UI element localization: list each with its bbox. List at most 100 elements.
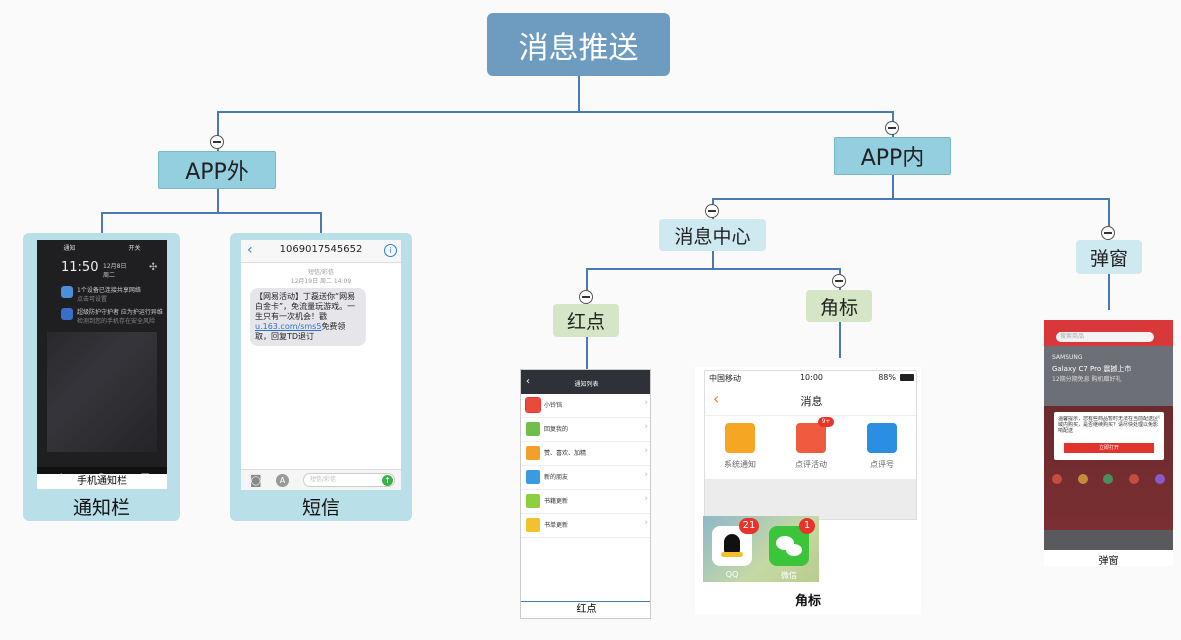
- security-app-icon: [61, 308, 73, 320]
- camera-icon[interactable]: ◙: [250, 473, 262, 487]
- sms-message-tail: 免费领取，回复TD退订: [255, 322, 346, 341]
- notification-list-item[interactable]: 新的朋友›: [521, 466, 650, 490]
- collapse-toggle-app-out[interactable]: [210, 135, 224, 149]
- sms-message-text: 【网易活动】丁磊送你“网易白金卡”，免流量玩游戏。一生只有一次机会！戳: [255, 292, 356, 321]
- category-icons: [1044, 470, 1173, 518]
- red-dot-node[interactable]: 红点: [553, 304, 619, 337]
- qq-label: QQ: [725, 570, 739, 579]
- collapse-toggle-popup[interactable]: [1101, 226, 1115, 240]
- app-store-icon[interactable]: A: [276, 474, 289, 487]
- notification-item-2[interactable]: 超级防护守护者 应为护运行异维: [77, 309, 163, 316]
- notification-list-item[interactable]: 回复我的 ›: [521, 418, 650, 442]
- sms-bubble[interactable]: 【网易活动】丁磊送你“网易白金卡”，免流量玩游戏。一生只有一次机会！戳u.163…: [250, 288, 366, 346]
- message-title: 消息: [800, 395, 823, 408]
- sms-screenshot: ‹ 1069017545652 i 短信/彩信 12月19日 周二 14:09 …: [241, 240, 401, 490]
- status-time: 10:00: [799, 373, 824, 382]
- list-item-icon: [526, 470, 540, 484]
- popup-open-button[interactable]: 立即打开: [1064, 443, 1154, 453]
- category-icon[interactable]: [1155, 474, 1166, 484]
- category-icon[interactable]: [1129, 474, 1140, 484]
- popup-dialog: 温馨提示，您有些商品暂时无法在当前配送区域内购买，是否继续购买？请尽快处理以免影…: [1054, 412, 1164, 460]
- battery-percent: 88%: [878, 373, 896, 382]
- list-item-icon: [525, 397, 541, 413]
- notification-list-item[interactable]: 小铃铛 ›: [521, 394, 650, 418]
- activity-badge: 9+: [818, 417, 834, 427]
- notification-item-1[interactable]: 1个设备已连接共享网络: [77, 287, 141, 294]
- notification-caption: 通知栏: [72, 497, 130, 519]
- sms-card: ‹ 1069017545652 i 短信/彩信 12月19日 周二 14:09 …: [230, 233, 412, 521]
- chevron-right-icon: ›: [644, 422, 648, 432]
- red-dot-screenshot: ‹ 通知列表 小铃铛›回复我的›赞、喜欢、加精›新的朋友›书籍更新›书单更新› …: [520, 369, 651, 619]
- notification-list-item[interactable]: 书籍更新 ›: [521, 490, 650, 514]
- back-chevron-icon[interactable]: ‹: [247, 242, 253, 258]
- list-item-icon: [526, 446, 540, 460]
- icon-label-system-notice: 系统通知: [724, 460, 756, 469]
- notification-screenshot: 通知 开关 11:50 12月8日 周二 ✣ 1个设备已连接共享网络 点击可设置…: [37, 240, 167, 487]
- chevron-right-icon: ›: [644, 398, 648, 408]
- banner-subtitle: 12期分期免息 购机赠好礼: [1052, 376, 1122, 383]
- collapse-toggle-badge[interactable]: [832, 274, 846, 288]
- message-center-node[interactable]: 消息中心: [659, 219, 766, 251]
- popup-caption: 弹窗: [1098, 556, 1119, 567]
- list-item-icon: [526, 494, 540, 508]
- badge-caption: 角标: [794, 594, 821, 609]
- collapse-toggle-red-dot[interactable]: [579, 290, 593, 304]
- collapse-toggle-app-in[interactable]: [885, 121, 899, 135]
- badge-screenshot: 中国移动 10:00 88% ‹ 消息 系统通知 9+ 点评活动 点评号 21 …: [695, 367, 921, 614]
- app-in-node[interactable]: APP内: [834, 137, 951, 175]
- popup-node[interactable]: 弹窗: [1076, 240, 1142, 274]
- notification-tab-switch[interactable]: 开关: [128, 244, 141, 252]
- list-item-label: 书籍更新: [544, 498, 569, 505]
- battery-icon: [900, 374, 914, 381]
- banner-title[interactable]: Galaxy C7 Pro 震撼上市: [1052, 365, 1132, 373]
- sms-link[interactable]: u.163.com/sms5: [255, 322, 322, 331]
- back-chevron-icon[interactable]: ‹: [713, 389, 720, 408]
- list-item-label: 小铃铛: [544, 402, 563, 409]
- list-item-label: 赞、喜欢、加精: [544, 450, 587, 457]
- review-activity-flag-icon[interactable]: [796, 423, 826, 453]
- banner-brand: SAMSUNG: [1052, 354, 1083, 361]
- popup-dialog-text: 温馨提示，您有些商品暂时无法在当前配送区域内购买，是否继续购买？请尽快处理以免影…: [1058, 416, 1158, 434]
- list-item-label: 书单更新: [544, 522, 569, 529]
- root-node[interactable]: 消息推送: [487, 13, 670, 76]
- badge-node[interactable]: 角标: [806, 290, 872, 322]
- search-input[interactable]: 搜索商品: [1056, 332, 1154, 342]
- chevron-right-icon: ›: [644, 518, 648, 528]
- info-icon[interactable]: i: [384, 244, 397, 257]
- category-icon[interactable]: [1103, 474, 1114, 484]
- notification-card: 通知 开关 11:50 12月8日 周二 ✣ 1个设备已连接共享网络 点击可设置…: [23, 233, 180, 521]
- category-icon[interactable]: [1051, 474, 1062, 484]
- notification-screen-label: 手机通知栏: [37, 474, 167, 489]
- back-arrow-icon[interactable]: ‹: [526, 376, 530, 387]
- notification-list: 小铃铛 › 回复我的 › 赞、喜欢、加精›新的朋友› 书籍更新 › 书单更新 ›: [521, 394, 650, 538]
- qq-icon[interactable]: [712, 526, 752, 566]
- sms-input[interactable]: 短信/彩信: [303, 473, 395, 487]
- notification-date: 12月8日: [103, 263, 127, 270]
- popup-screenshot: 搜索商品 SAMSUNG Galaxy C7 Pro 震撼上市 12期分期免息 …: [1044, 320, 1173, 567]
- send-icon[interactable]: ↑: [382, 475, 393, 486]
- wifi-share-icon: [61, 286, 73, 298]
- app-icon-wallpaper: 21 QQ 1 微信: [703, 516, 819, 582]
- close-icon[interactable]: ×: [1155, 414, 1161, 421]
- notification-time: 11:50: [61, 260, 99, 275]
- collapse-toggle-message-center[interactable]: [705, 204, 719, 218]
- system-notice-bell-icon[interactable]: [725, 423, 755, 453]
- notification-list-item[interactable]: 赞、喜欢、加精›: [521, 442, 650, 466]
- list-item-label: 新的朋友: [544, 474, 569, 481]
- notification-item-1-sub: 点击可设置: [77, 296, 108, 303]
- blurred-background: [47, 332, 157, 452]
- review-account-doc-icon[interactable]: [867, 423, 897, 453]
- list-item-icon: [526, 422, 540, 436]
- app-out-node[interactable]: APP外: [158, 151, 276, 189]
- notification-list-item[interactable]: 书单更新 ›: [521, 514, 650, 538]
- list-item-label: 回复我的: [544, 426, 569, 433]
- qq-badge: 21: [739, 518, 759, 534]
- list-item-icon: [526, 518, 540, 532]
- sms-meta-type: 短信/彩信: [307, 269, 335, 276]
- notification-item-2-sub: 检测到您的手机存在安全风险: [77, 318, 156, 325]
- notification-tab-notice[interactable]: 通知: [63, 244, 76, 252]
- chevron-right-icon: ›: [644, 494, 648, 504]
- sms-number: 1069017545652: [279, 244, 363, 255]
- category-icon[interactable]: [1077, 474, 1088, 484]
- settings-icon[interactable]: ✣: [149, 262, 158, 273]
